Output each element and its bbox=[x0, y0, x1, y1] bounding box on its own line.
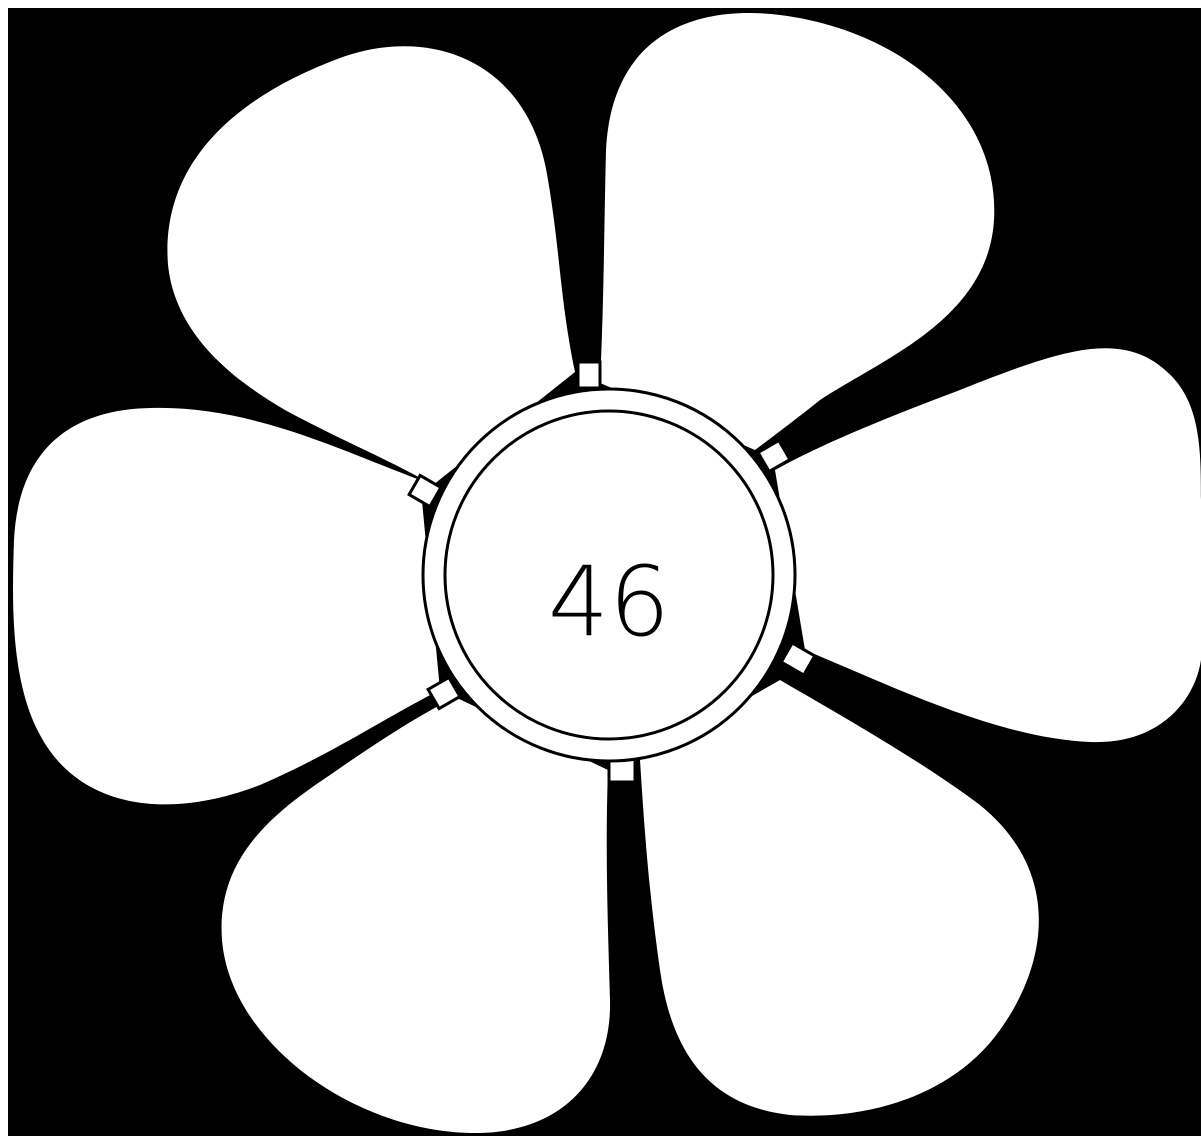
petal-joint-tab bbox=[578, 362, 600, 388]
center-number: 46 bbox=[548, 546, 670, 658]
